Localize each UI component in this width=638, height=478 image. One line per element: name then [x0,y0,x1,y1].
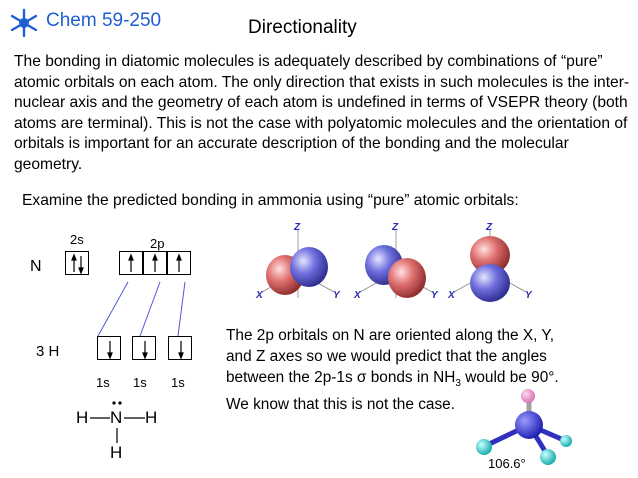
lewis-h-bottom: H [110,443,123,462]
sigma-symbol: σ [356,369,367,386]
axis-z-label: Z [391,222,399,233]
description-line-3: between the 2p-1s σ bonds in NH3 would b… [226,369,559,390]
hydrogen-atom [476,439,492,455]
hydrogen-atom [560,435,572,447]
lewis-h-right: H [145,408,158,427]
intro-paragraph: The bonding in diatomic molecules is ade… [14,53,630,173]
bond-angle-label: 106.6° [488,456,526,471]
orbital-box-2s [65,251,89,275]
label-3h: 3 H [36,343,60,360]
axis-y-label: Y [333,290,341,301]
py-orbital [359,230,433,298]
label-n: N [30,258,42,275]
axis-x-label: X [447,290,456,301]
hydrogen-atom [540,449,556,465]
orbital-box-1s-1 [97,336,121,360]
px-orbital [261,230,335,298]
lone-pair-dot [112,401,116,405]
description-line-4: We know that this is not the case. [226,396,455,414]
description-line-2: and Z axes so we would predict that the … [226,348,547,365]
lone-pair-dot [118,401,122,405]
electron-up-icon [152,253,158,272]
electron-down-icon [142,341,148,360]
label-1s-2: 1s [133,375,147,390]
axis-z-label: Z [485,222,493,233]
axis-y-label: Y [525,290,533,301]
label-1s-1: 1s [96,375,110,390]
lone-pair-sphere [521,389,535,403]
course-title: Chem 59-250 [46,10,162,31]
electron-down-icon [178,341,184,360]
paired-electrons-icon [71,253,84,275]
lewis-n: N [110,408,123,427]
description-text: The 2p orbitals on N are oriented along … [226,325,626,415]
snowflake-logo-icon [10,8,38,38]
label-2p: 2p [150,236,165,251]
axis-y-label: Y [431,290,439,301]
axis-z-label: Z [293,222,301,233]
pz-orbital [453,230,527,302]
nitrogen-atom [515,411,543,439]
label-2s: 2s [70,232,84,247]
examine-text: Examine the predicted bonding in ammonia… [22,192,519,209]
orbital-box-2p-1 [119,251,143,275]
electron-up-icon [128,253,134,272]
orbital-box-2p-3 [167,251,191,275]
orbital-box-1s-3 [168,336,192,360]
slide-title: Directionality [248,17,357,38]
electron-up-icon [176,253,182,272]
orbital-box-1s-2 [132,336,156,360]
lewis-h-left: H [76,408,89,427]
description-line-1: The 2p orbitals on N are oriented along … [226,327,554,344]
label-1s-3: 1s [171,375,185,390]
electron-down-icon [107,341,113,360]
axis-x-label: X [353,290,362,301]
orbital-box-2p-2 [143,251,167,275]
axis-x-label: X [255,290,264,301]
